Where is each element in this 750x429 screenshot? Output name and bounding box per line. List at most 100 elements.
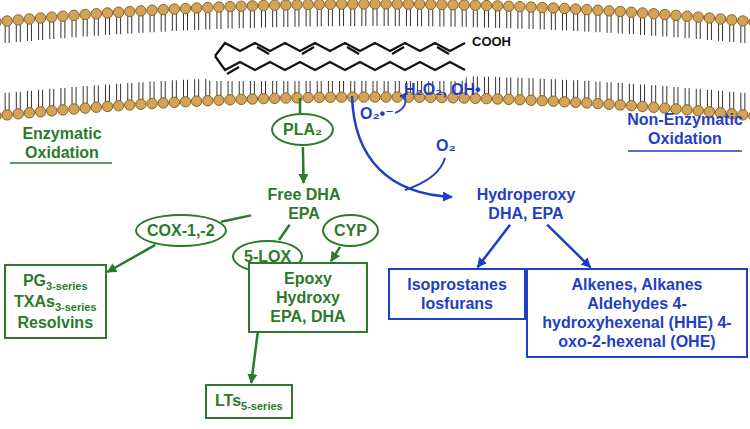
lipid-head (615, 6, 625, 16)
lipid-head (570, 4, 580, 14)
lipid-head (281, 0, 291, 10)
product-box: LTs5-series (205, 384, 293, 419)
node-text: Hydroperoxy DHA, EPA (460, 185, 592, 223)
pathway-arrow (107, 245, 155, 272)
node-text: 3-series (55, 301, 97, 313)
lipid-bilayer (0, 0, 750, 121)
lipid-head (548, 3, 558, 13)
lipid-head (403, 0, 413, 9)
lipid-head (348, 0, 358, 9)
lipid-head (515, 95, 525, 105)
lipid-head (325, 0, 335, 9)
node-text: Alkenes, Alkanes Aldehydes 4-hydroxyhexe… (536, 275, 738, 351)
lipid-head (0, 17, 1, 27)
enzyme-ellipse: PLA₂ (271, 113, 334, 146)
oxygen-branch (405, 158, 445, 190)
lipid-head (749, 17, 750, 27)
product-text: Hydroperoxy DHA, EPA (458, 184, 594, 224)
lipid-head (258, 93, 268, 103)
pathway-arrow (478, 225, 511, 267)
lipid-head (314, 0, 324, 10)
lipid-head (236, 94, 246, 104)
lipid-head (615, 100, 625, 110)
lipid-head (492, 94, 502, 104)
lipid-head (24, 14, 34, 24)
lipid-head (671, 10, 681, 20)
node-text: Epoxy Hydroxy EPA, DHA (258, 269, 358, 326)
lipid-head (504, 1, 514, 11)
lipid-head (359, 92, 369, 102)
node-text: Isoprostanes Iosfurans (398, 275, 516, 313)
lipid-head (169, 97, 179, 107)
lipid-head (203, 2, 213, 12)
node-text: 3-series (46, 280, 88, 292)
text-line: LTs5-series (215, 391, 283, 412)
node-text: COX-1,-2 (147, 221, 215, 240)
lipid-head (292, 0, 302, 10)
lipid-head (593, 5, 603, 15)
lipid-head (626, 7, 636, 17)
lipid-head (169, 4, 179, 14)
lipid-head (58, 11, 68, 21)
product-box: PG3-seriesTXAs3-seriesResolvins (4, 264, 107, 339)
product-box: Isoprostanes Iosfurans (388, 268, 526, 320)
lipid-head (504, 94, 514, 104)
lipid-head (225, 95, 235, 105)
node-text: LTs (215, 392, 241, 409)
lipid-head (13, 15, 23, 25)
node-text: 5-series (241, 400, 283, 412)
lipid-head (214, 95, 224, 105)
lipid-head (47, 12, 57, 22)
lipid-head (35, 13, 45, 23)
lipid-head (325, 92, 335, 102)
lipid-head (526, 95, 536, 105)
lipid-head (715, 14, 725, 24)
lipid-head (526, 2, 536, 12)
lipid-head (269, 0, 279, 10)
lipid-head (392, 0, 402, 9)
lipid-head (570, 97, 580, 107)
pathway-arrow (331, 247, 340, 261)
lipid-head (247, 94, 257, 104)
lipid-head (258, 0, 268, 10)
node-text: CYP (334, 221, 367, 240)
lipid-head (191, 96, 201, 106)
lipid-head (58, 105, 68, 115)
lipid-head (537, 95, 547, 105)
product-box: Epoxy Hydroxy EPA, DHA (248, 262, 368, 333)
node-text: Resolvins (17, 314, 93, 331)
ros-curl (395, 96, 405, 113)
species-label: H₂O₂, OH• (404, 80, 481, 99)
node-text: TXAs (14, 293, 55, 310)
lipid-head (459, 0, 469, 10)
pathway-arrow (547, 225, 590, 268)
lipid-head (604, 6, 614, 16)
lipid-head (370, 92, 380, 102)
lipid-head (381, 0, 391, 9)
lipid-head (515, 1, 525, 11)
lipid-head (637, 101, 647, 111)
lipid-head (437, 0, 447, 10)
dha-molecule (215, 43, 465, 74)
section-heading: Non-Enzymatic Oxidation (626, 110, 744, 148)
lipid-head (336, 92, 346, 102)
lipid-head (102, 8, 112, 18)
lipid-head (637, 8, 647, 18)
lipid-head (749, 111, 750, 121)
lipid-head (180, 3, 190, 13)
lipid-head (682, 11, 692, 21)
enzyme-ellipse: COX-1,-2 (135, 214, 227, 247)
lipid-head (448, 0, 458, 10)
lipid-head (158, 4, 168, 14)
lipid-head (191, 3, 201, 13)
lipid-head (336, 0, 346, 9)
lipid-head (47, 106, 57, 116)
lipid-head (537, 2, 547, 12)
lipid-head (303, 0, 313, 10)
lipid-head (24, 108, 34, 118)
lipid-head (426, 0, 436, 10)
lipid-head (113, 100, 123, 110)
lipid-head (314, 92, 324, 102)
